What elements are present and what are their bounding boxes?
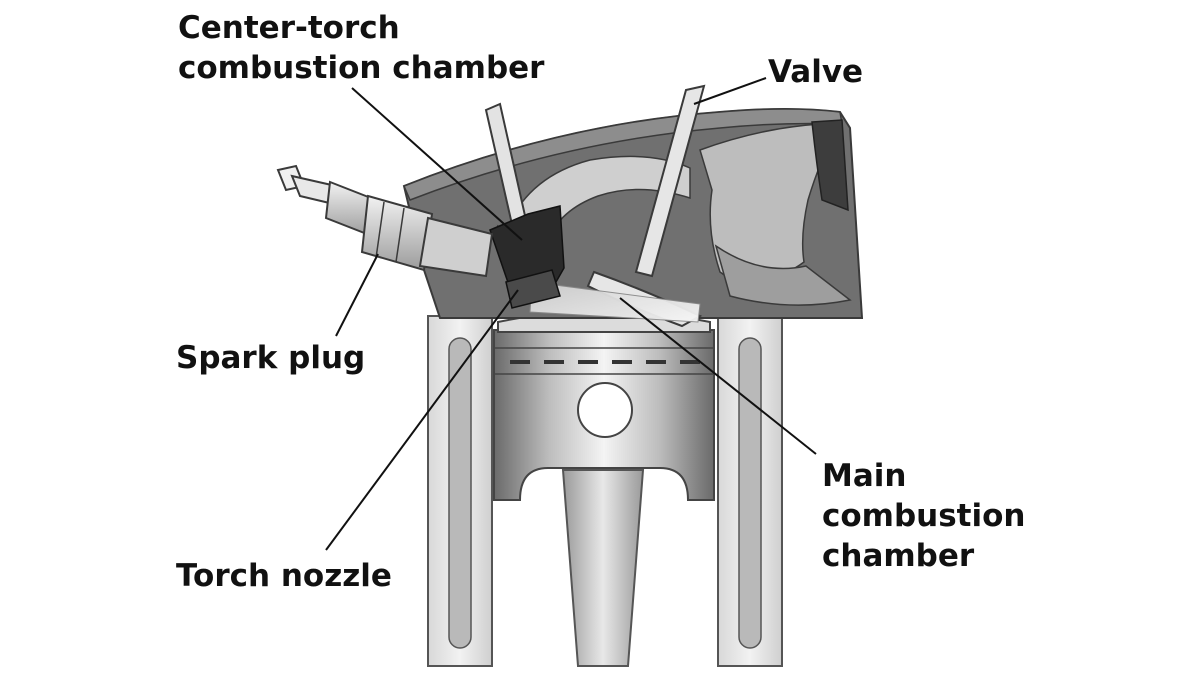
label-main-line-2: combustion	[822, 496, 1026, 536]
leader-spark-plug	[336, 254, 378, 336]
label-center-torch-line-1: Center-torch	[178, 8, 544, 48]
label-torch-nozzle: Torch nozzle	[176, 556, 392, 596]
piston-pin	[578, 383, 632, 437]
label-valve: Valve	[768, 52, 863, 92]
label-center-torch-line-2: combustion chamber	[178, 48, 544, 88]
label-center-torch-chamber: Center-torch combustion chamber	[178, 8, 544, 88]
label-spark-plug: Spark plug	[176, 338, 365, 378]
label-main-combustion-chamber: Main combustion chamber	[822, 456, 1026, 576]
label-main-line-1: Main	[822, 456, 1026, 496]
connecting-rod	[563, 470, 643, 666]
cylinder-wall-right	[718, 316, 782, 666]
label-main-line-3: chamber	[822, 536, 1026, 576]
leader-valve	[694, 78, 766, 104]
